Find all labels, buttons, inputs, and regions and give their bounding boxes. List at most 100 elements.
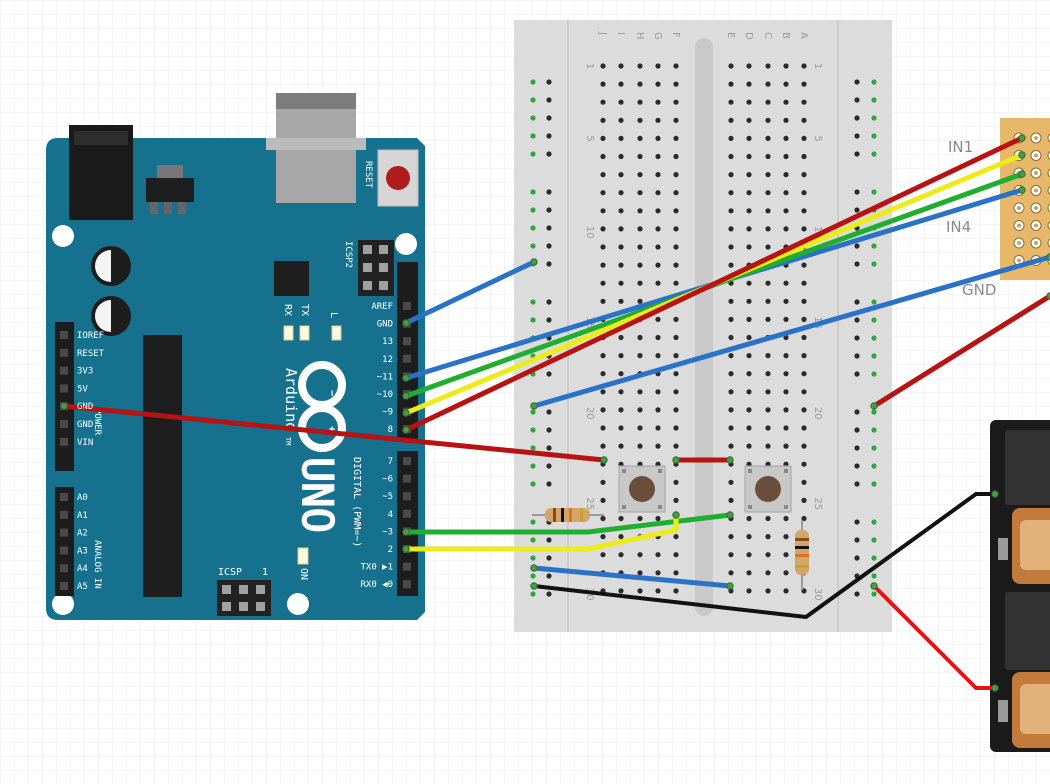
relay-pin-hole: [1034, 241, 1038, 245]
rail-hole: [871, 409, 877, 415]
rail-hole: [854, 133, 860, 139]
breadboard-hole: [637, 135, 643, 141]
breadboard-hole: [637, 190, 643, 196]
column-letter: J: [597, 31, 608, 35]
rail-hole: [854, 299, 860, 305]
breadboard-hole: [765, 280, 771, 286]
breadboard-hole: [801, 153, 807, 160]
breadboard-hole: [637, 443, 643, 449]
rail-hole: [871, 79, 877, 85]
breadboard-hole: [746, 208, 752, 214]
wire-end: [870, 402, 878, 410]
breadboard-hole: [728, 534, 734, 540]
rail-hole: [530, 79, 536, 85]
breadboard-hole: [618, 262, 624, 268]
rail-hole: [854, 79, 860, 85]
rail-hole: [871, 463, 877, 469]
breadboard-hole: [746, 226, 752, 232]
rail-hole: [546, 243, 552, 249]
on-led: [297, 547, 309, 565]
header-pin: [403, 354, 411, 363]
trademark-label: TM: [284, 437, 292, 445]
breadboard-hole: [618, 443, 624, 449]
breadboard-hole: [728, 117, 734, 123]
wire-end: [530, 564, 538, 572]
breadboard-hole: [728, 99, 734, 105]
rail-hole: [530, 445, 536, 451]
header-pin: [60, 366, 68, 375]
breadboard-hole: [600, 425, 606, 431]
wire-yellow-2: [403, 512, 679, 552]
breadboard-hole: [783, 135, 789, 141]
breadboard-hole: [765, 425, 771, 431]
battery-pack: [990, 420, 1050, 752]
breadboard-hole: [801, 479, 807, 485]
wire-end: [672, 456, 680, 464]
breadboard-hole: [618, 208, 624, 214]
relay-pin-hole: [1034, 223, 1038, 228]
breadboard-hole: [746, 117, 752, 123]
breadboard-hole: [728, 208, 734, 214]
relay-pin-hole: [1017, 241, 1021, 245]
breadboard-hole: [746, 316, 752, 322]
breadboard-hole: [801, 208, 807, 214]
breadboard-hole: [637, 298, 643, 304]
header-pin: [60, 331, 68, 339]
breadboard-hole: [801, 389, 807, 395]
breadboard-hole: [765, 298, 771, 304]
voltage-regulator: [157, 165, 183, 179]
mount-hole: [395, 233, 417, 255]
breadboard-hole: [618, 334, 624, 341]
column-letter: F: [670, 32, 681, 38]
breadboard-hole: [600, 552, 606, 558]
relay-label-gnd: GND: [962, 281, 996, 299]
rail-hole: [530, 573, 536, 579]
breadboard-hole: [783, 280, 789, 286]
breadboard-hole: [783, 226, 789, 232]
breadboard-hole: [783, 298, 789, 304]
breadboard-hole: [783, 515, 789, 522]
header-pin: [403, 337, 411, 346]
breadboard-hole: [673, 389, 679, 395]
rail-hole: [530, 555, 536, 561]
breadboard-hole: [728, 135, 734, 141]
brand-label: Arduino: [282, 368, 300, 431]
breadboard-hole: [728, 570, 734, 576]
rail-hole: [546, 207, 552, 213]
column-letter: B: [780, 32, 791, 39]
rail-hole: [546, 409, 552, 415]
analog-pin-label: A3: [77, 546, 88, 556]
breadboard-hole: [618, 298, 624, 304]
breadboard-hole: [783, 99, 789, 105]
rail-hole: [546, 555, 552, 561]
tx-led: [299, 325, 310, 341]
digital-header-bottom: [397, 451, 418, 596]
rail-hole: [871, 591, 877, 597]
reset-label: RESET: [363, 161, 373, 189]
breadboard-hole: [783, 570, 789, 576]
breadboard-hole: [673, 81, 679, 87]
rail-hole: [530, 591, 536, 597]
wire-end: [870, 582, 878, 590]
digital-pin-label: ~5: [382, 492, 393, 502]
breadboard-hole: [600, 389, 606, 395]
rail-hole: [546, 445, 552, 451]
breadboard-hole: [746, 389, 752, 395]
breadboard-hole: [618, 81, 624, 87]
breadboard-hole: [618, 172, 624, 178]
breadboard-hole: [801, 461, 807, 467]
breadboard-hole: [637, 244, 643, 250]
header-pin: [60, 582, 68, 590]
row-number: 30: [812, 588, 823, 601]
breadboard-hole: [673, 371, 679, 377]
header-pin: [60, 510, 68, 519]
breadboard-hole: [783, 425, 789, 431]
on-label: ON: [298, 568, 309, 580]
column-letter: C: [762, 32, 773, 39]
digital-pin-label: 12: [382, 355, 393, 365]
breadboard-hole: [673, 226, 679, 232]
rail-hole: [854, 409, 860, 415]
header-pin: [60, 493, 68, 501]
wire-end: [1018, 134, 1026, 142]
wire-end: [1046, 253, 1050, 261]
